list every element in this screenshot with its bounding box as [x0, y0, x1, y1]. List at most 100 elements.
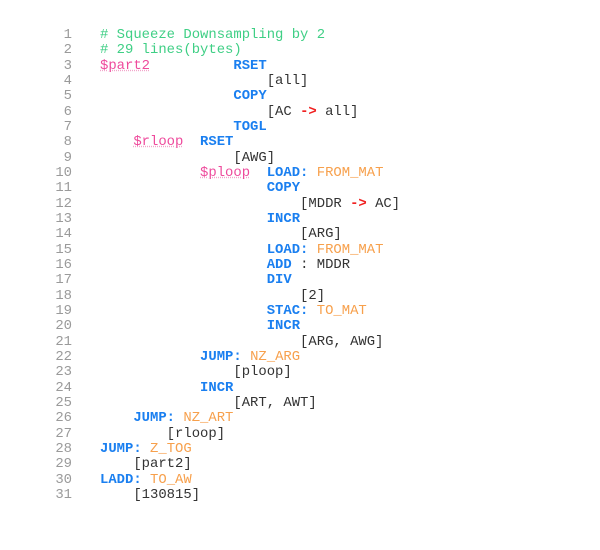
- line-number: 31: [55, 486, 72, 503]
- code-line[interactable]: 15 LOAD: FROM_MAT: [0, 241, 400, 258]
- text-token: [AC: [100, 103, 301, 120]
- line-number: 28: [55, 440, 72, 457]
- code-line[interactable]: 23 [ploop]: [0, 364, 400, 380]
- code-line[interactable]: 12 [MDDR -> AC]: [0, 195, 400, 212]
- comment-token: # Squeeze Downsampling by 2: [100, 27, 326, 43]
- keyword-token: INCR: [266, 318, 301, 335]
- text-token: [part2]: [100, 456, 192, 473]
- keyword-token: JUMP:: [100, 440, 142, 457]
- code-line[interactable]: 5 COPY: [0, 88, 400, 105]
- code-line[interactable]: 13 INCR: [0, 210, 400, 227]
- code-editor[interactable]: 1 # Squeeze Downsampling by 2 2 # 29 lines(…: [0, 27, 400, 503]
- code-line[interactable]: 26 JUMP: NZ_ART: [0, 410, 400, 427]
- keyword-token: LADD:: [100, 471, 142, 488]
- code-line[interactable]: 10 $ploop LOAD: FROM_MAT: [0, 165, 400, 181]
- line-code: [MDDR -> AC]: [100, 195, 400, 212]
- code-line[interactable]: 14 [ARG]: [0, 226, 400, 242]
- line-code: [130815]: [100, 486, 201, 503]
- text-token: [142, 472, 150, 488]
- code-line[interactable]: 16 ADD : MDDR: [0, 256, 400, 273]
- line-number: 24: [55, 379, 72, 396]
- line-number: 12: [55, 195, 72, 212]
- line-number: 1: [63, 27, 72, 43]
- code-line[interactable]: 1 # Squeeze Downsampling by 2: [0, 27, 400, 43]
- code-line[interactable]: 4 [all]: [0, 72, 400, 89]
- line-number: 15: [55, 241, 72, 258]
- code-line[interactable]: 18 [2]: [0, 288, 400, 304]
- text-token: [100, 349, 200, 365]
- code-line[interactable]: 24 INCR: [0, 379, 400, 396]
- code-line[interactable]: 28 JUMP: Z_TOG: [0, 440, 400, 457]
- comment-token: # 29 lines(bytes): [100, 42, 242, 59]
- constant-token: TO_MAT: [316, 302, 367, 319]
- line-code: COPY: [100, 181, 300, 196]
- text-token: [100, 380, 200, 396]
- line-number: 26: [55, 410, 72, 427]
- code-line[interactable]: 27 [rloop]: [0, 426, 400, 442]
- code-line[interactable]: 3$part2 RSET: [0, 57, 400, 74]
- code-line[interactable]: 25 [ART, AWT]: [0, 394, 400, 411]
- code-line[interactable]: 20 INCR: [0, 318, 400, 335]
- line-code: JUMP: NZ_ART: [100, 411, 233, 426]
- text-token: [all]: [100, 72, 309, 89]
- code-line[interactable]: 11 COPY: [0, 180, 400, 197]
- keyword-token: RSET: [233, 57, 267, 74]
- line-code: [AC -> all]: [100, 103, 359, 120]
- line-code: INCR: [100, 319, 300, 334]
- text-token: [130815]: [100, 486, 201, 503]
- line-number: 9: [63, 149, 72, 166]
- code-line[interactable]: 30 LADD: TO_AW: [0, 471, 400, 488]
- keyword-token: RSET: [200, 134, 234, 151]
- keyword-token: DIV: [266, 272, 292, 289]
- keyword-token: COPY: [266, 180, 301, 197]
- line-code: LADD: TO_AW: [100, 471, 192, 488]
- line-number: 17: [55, 272, 72, 289]
- line-code: DIV: [100, 273, 292, 288]
- code-line[interactable]: 29 [part2]: [0, 456, 400, 473]
- line-number: 7: [63, 118, 72, 135]
- code-line[interactable]: 8 $rloop RSET: [0, 134, 400, 151]
- text-token: [MDDR: [100, 195, 351, 212]
- line-number: 5: [63, 88, 72, 105]
- code-line[interactable]: 17 DIV: [0, 272, 400, 289]
- text-token: [100, 242, 267, 258]
- text-token: [100, 303, 267, 319]
- line-code: [part2]: [100, 456, 192, 473]
- constant-token: TO_AW: [150, 471, 192, 488]
- code-line[interactable]: 7 TOGL: [0, 118, 400, 135]
- constant-token: NZ_ART: [183, 410, 234, 427]
- code-line[interactable]: 22 JUMP: NZ_ARG: [0, 348, 400, 365]
- code-line[interactable]: 9 [AWG]: [0, 149, 400, 166]
- code-line[interactable]: 2 # 29 lines(bytes): [0, 42, 400, 59]
- keyword-token: STAC:: [266, 302, 309, 319]
- keyword-token: TOGL: [233, 118, 267, 135]
- line-number: 11: [55, 180, 72, 197]
- line-code: ADD : MDDR: [100, 256, 351, 273]
- text-token: [242, 349, 250, 365]
- text-token: : MDDR: [291, 256, 351, 273]
- line-number: 13: [55, 210, 72, 227]
- constant-token: NZ_ARG: [250, 348, 301, 365]
- line-number: 3: [63, 57, 72, 74]
- line-code: COPY: [100, 89, 266, 104]
- line-number: 20: [55, 318, 72, 335]
- line-number: 30: [55, 471, 72, 488]
- line-code: JUMP: Z_TOG: [100, 440, 192, 457]
- code-line[interactable]: 21 [ARG, AWG]: [0, 334, 400, 350]
- text-token: [308, 165, 316, 181]
- line-number: 19: [55, 302, 72, 319]
- line-code: [rloop]: [100, 426, 225, 442]
- line-code: # 29 lines(bytes): [100, 43, 242, 58]
- line-code: INCR: [100, 380, 233, 396]
- text-token: [100, 257, 267, 273]
- constant-token: FROM_MAT: [316, 241, 384, 258]
- keyword-token: ADD: [266, 256, 292, 273]
- line-code: [ploop]: [100, 365, 291, 380]
- text-token: [100, 272, 267, 288]
- line-number: 2: [63, 42, 72, 59]
- code-line[interactable]: 19 STAC: TO_MAT: [0, 302, 400, 319]
- code-line[interactable]: 31 [130815]: [0, 486, 400, 503]
- text-token: [ART, AWT]: [100, 394, 317, 411]
- code-line[interactable]: 6 [AC -> all]: [0, 103, 400, 120]
- text-token: [100, 410, 133, 426]
